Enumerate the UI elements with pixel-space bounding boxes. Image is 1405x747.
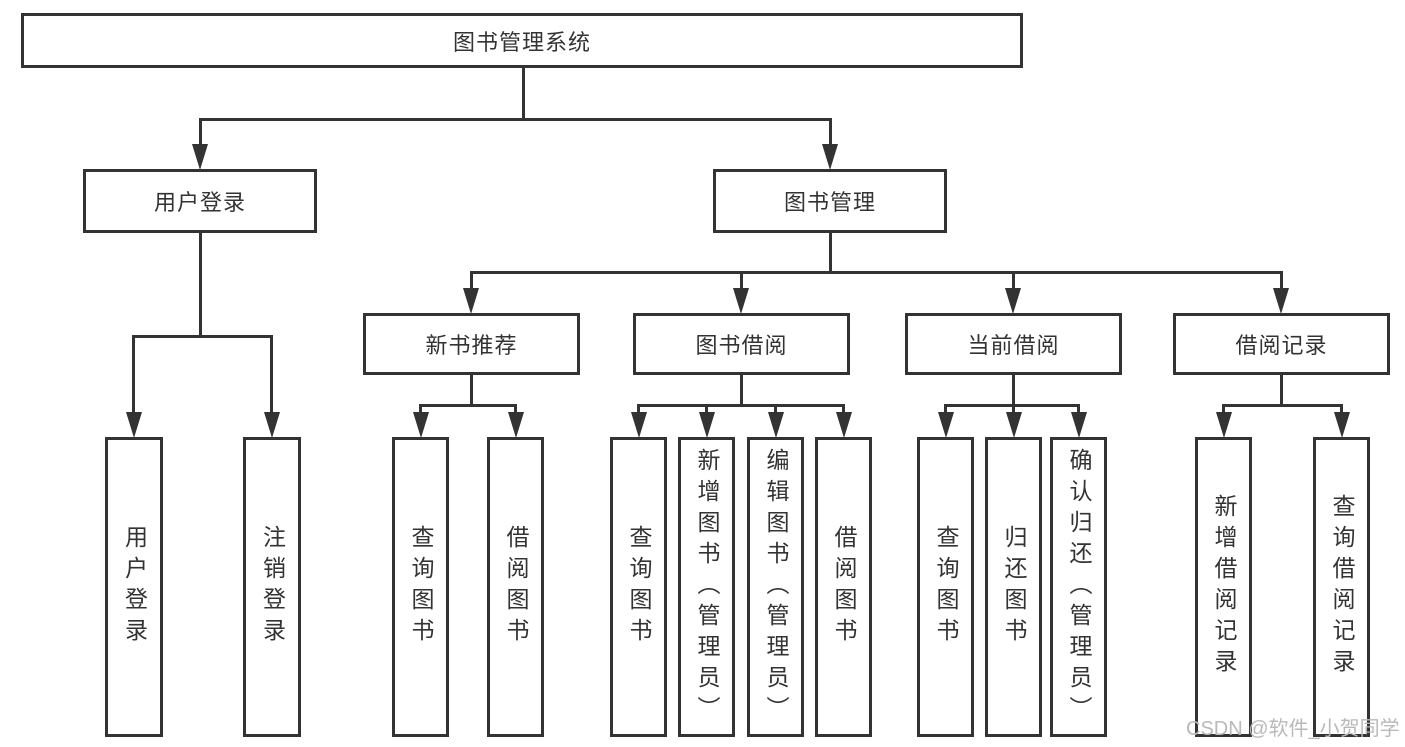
connector-hline bbox=[944, 404, 1080, 407]
root-node: 图书管理系统 bbox=[21, 13, 1023, 68]
connector-vline bbox=[1340, 404, 1343, 415]
connector-vline bbox=[944, 404, 947, 415]
connector-vline bbox=[1279, 271, 1283, 291]
arrowhead-down-icon bbox=[698, 412, 715, 438]
leaf-confirm-return-admin-label: 确认归还（管理员） bbox=[1066, 447, 1092, 727]
connector-vline bbox=[842, 404, 845, 415]
leaf-query-books-2: 查询图书 bbox=[610, 437, 667, 737]
connector-hline bbox=[132, 335, 273, 338]
connector-vline bbox=[1077, 404, 1080, 415]
arrowhead-down-icon bbox=[263, 412, 280, 438]
connector-hline bbox=[419, 404, 517, 407]
connector-hline bbox=[198, 117, 832, 121]
leaf-query-books-1-label: 查询图书 bbox=[408, 525, 434, 649]
connector-vline bbox=[740, 375, 743, 407]
connector-vline bbox=[828, 118, 832, 147]
connector-vline bbox=[1222, 404, 1225, 415]
connector-vline bbox=[1280, 375, 1283, 407]
arrowhead-down-icon bbox=[767, 412, 784, 438]
connector-vline bbox=[521, 68, 525, 120]
arrowhead-down-icon bbox=[1215, 412, 1232, 438]
connector-vline bbox=[1011, 271, 1015, 291]
arrowhead-down-icon bbox=[1005, 288, 1021, 314]
node-user-login-label: 用户登录 bbox=[153, 190, 246, 215]
connector-vline bbox=[419, 404, 422, 415]
connector-vline bbox=[1012, 404, 1015, 415]
arrowhead-down-icon bbox=[125, 412, 142, 438]
connector-vline bbox=[1012, 375, 1015, 407]
leaf-query-books-3-label: 查询图书 bbox=[933, 525, 959, 649]
arrowhead-down-icon bbox=[1005, 412, 1022, 438]
leaf-borrow-books-2-label: 借阅图书 bbox=[831, 525, 857, 649]
connector-vline bbox=[469, 271, 473, 291]
root-node-label: 图书管理系统 bbox=[452, 29, 591, 55]
arrowhead-down-icon bbox=[937, 412, 954, 438]
connector-vline bbox=[739, 271, 743, 291]
arrowhead-down-icon bbox=[733, 288, 749, 314]
arrowhead-down-icon bbox=[192, 144, 208, 170]
leaf-logout-label: 注销登录 bbox=[259, 525, 286, 649]
leaf-borrow-books-2: 借阅图书 bbox=[815, 437, 872, 737]
watermark-text: CSDN @软件_小贺同学 bbox=[1186, 718, 1400, 740]
leaf-query-books-1: 查询图书 bbox=[392, 437, 449, 737]
leaf-return-books: 归还图书 bbox=[985, 437, 1042, 737]
leaf-borrow-books-1-label: 借阅图书 bbox=[503, 525, 529, 649]
arrowhead-down-icon bbox=[1070, 412, 1087, 438]
leaf-query-borrow-record: 查询借阅记录 bbox=[1313, 437, 1370, 737]
connector-vline bbox=[828, 233, 832, 273]
connector-vline bbox=[470, 375, 473, 407]
leaf-add-books-admin-label: 新增图书（管理员） bbox=[694, 447, 720, 727]
arrowhead-down-icon bbox=[1273, 288, 1289, 314]
connector-vline bbox=[270, 335, 273, 415]
arrowhead-down-icon bbox=[822, 144, 838, 170]
leaf-query-books-3: 查询图书 bbox=[917, 437, 974, 737]
leaf-return-books-label: 归还图书 bbox=[1001, 525, 1027, 649]
connector-vline bbox=[637, 404, 640, 415]
node-section-book-borrow: 图书借阅 bbox=[633, 313, 850, 375]
arrowhead-down-icon bbox=[835, 412, 852, 438]
leaf-confirm-return-admin: 确认归还（管理员） bbox=[1050, 437, 1107, 737]
node-user-login: 用户登录 bbox=[83, 169, 317, 233]
arrowhead-down-icon bbox=[463, 288, 479, 314]
node-section-current-borrow-label: 当前借阅 bbox=[967, 333, 1060, 358]
connector-hline bbox=[1222, 404, 1343, 407]
leaf-add-books-admin: 新增图书（管理员） bbox=[678, 437, 735, 737]
connector-vline bbox=[198, 233, 202, 338]
connector-hline bbox=[469, 270, 1283, 274]
connector-vline bbox=[198, 118, 202, 147]
leaf-user-login: 用户登录 bbox=[105, 437, 163, 737]
arrowhead-down-icon bbox=[412, 412, 429, 438]
node-section-new-books: 新书推荐 bbox=[363, 313, 580, 375]
arrowhead-down-icon bbox=[630, 412, 647, 438]
leaf-query-books-2-label: 查询图书 bbox=[626, 525, 652, 649]
leaf-add-borrow-record-label: 新增借阅记录 bbox=[1211, 494, 1237, 680]
leaf-edit-books-admin: 编辑图书（管理员） bbox=[747, 437, 804, 737]
connector-vline bbox=[774, 404, 777, 415]
connector-vline bbox=[514, 404, 517, 415]
arrowhead-down-icon bbox=[507, 412, 524, 438]
node-book-mgmt: 图书管理 bbox=[713, 169, 947, 233]
leaf-logout: 注销登录 bbox=[243, 437, 301, 737]
node-section-new-books-label: 新书推荐 bbox=[425, 333, 518, 358]
arrowhead-down-icon bbox=[1333, 412, 1350, 438]
node-section-borrow-records-label: 借阅记录 bbox=[1235, 333, 1328, 358]
node-book-mgmt-label: 图书管理 bbox=[783, 190, 876, 215]
leaf-user-login-label: 用户登录 bbox=[121, 525, 148, 649]
node-section-book-borrow-label: 图书借阅 bbox=[695, 333, 788, 358]
connector-vline bbox=[132, 335, 135, 415]
leaf-query-borrow-record-label: 查询借阅记录 bbox=[1329, 494, 1355, 680]
connector-vline bbox=[705, 404, 708, 415]
node-section-borrow-records: 借阅记录 bbox=[1173, 313, 1390, 375]
leaf-edit-books-admin-label: 编辑图书（管理员） bbox=[763, 447, 789, 727]
connector-hline bbox=[637, 404, 845, 407]
leaf-borrow-books-1: 借阅图书 bbox=[487, 437, 544, 737]
leaf-add-borrow-record: 新增借阅记录 bbox=[1195, 437, 1252, 737]
node-section-current-borrow: 当前借阅 bbox=[905, 313, 1122, 375]
